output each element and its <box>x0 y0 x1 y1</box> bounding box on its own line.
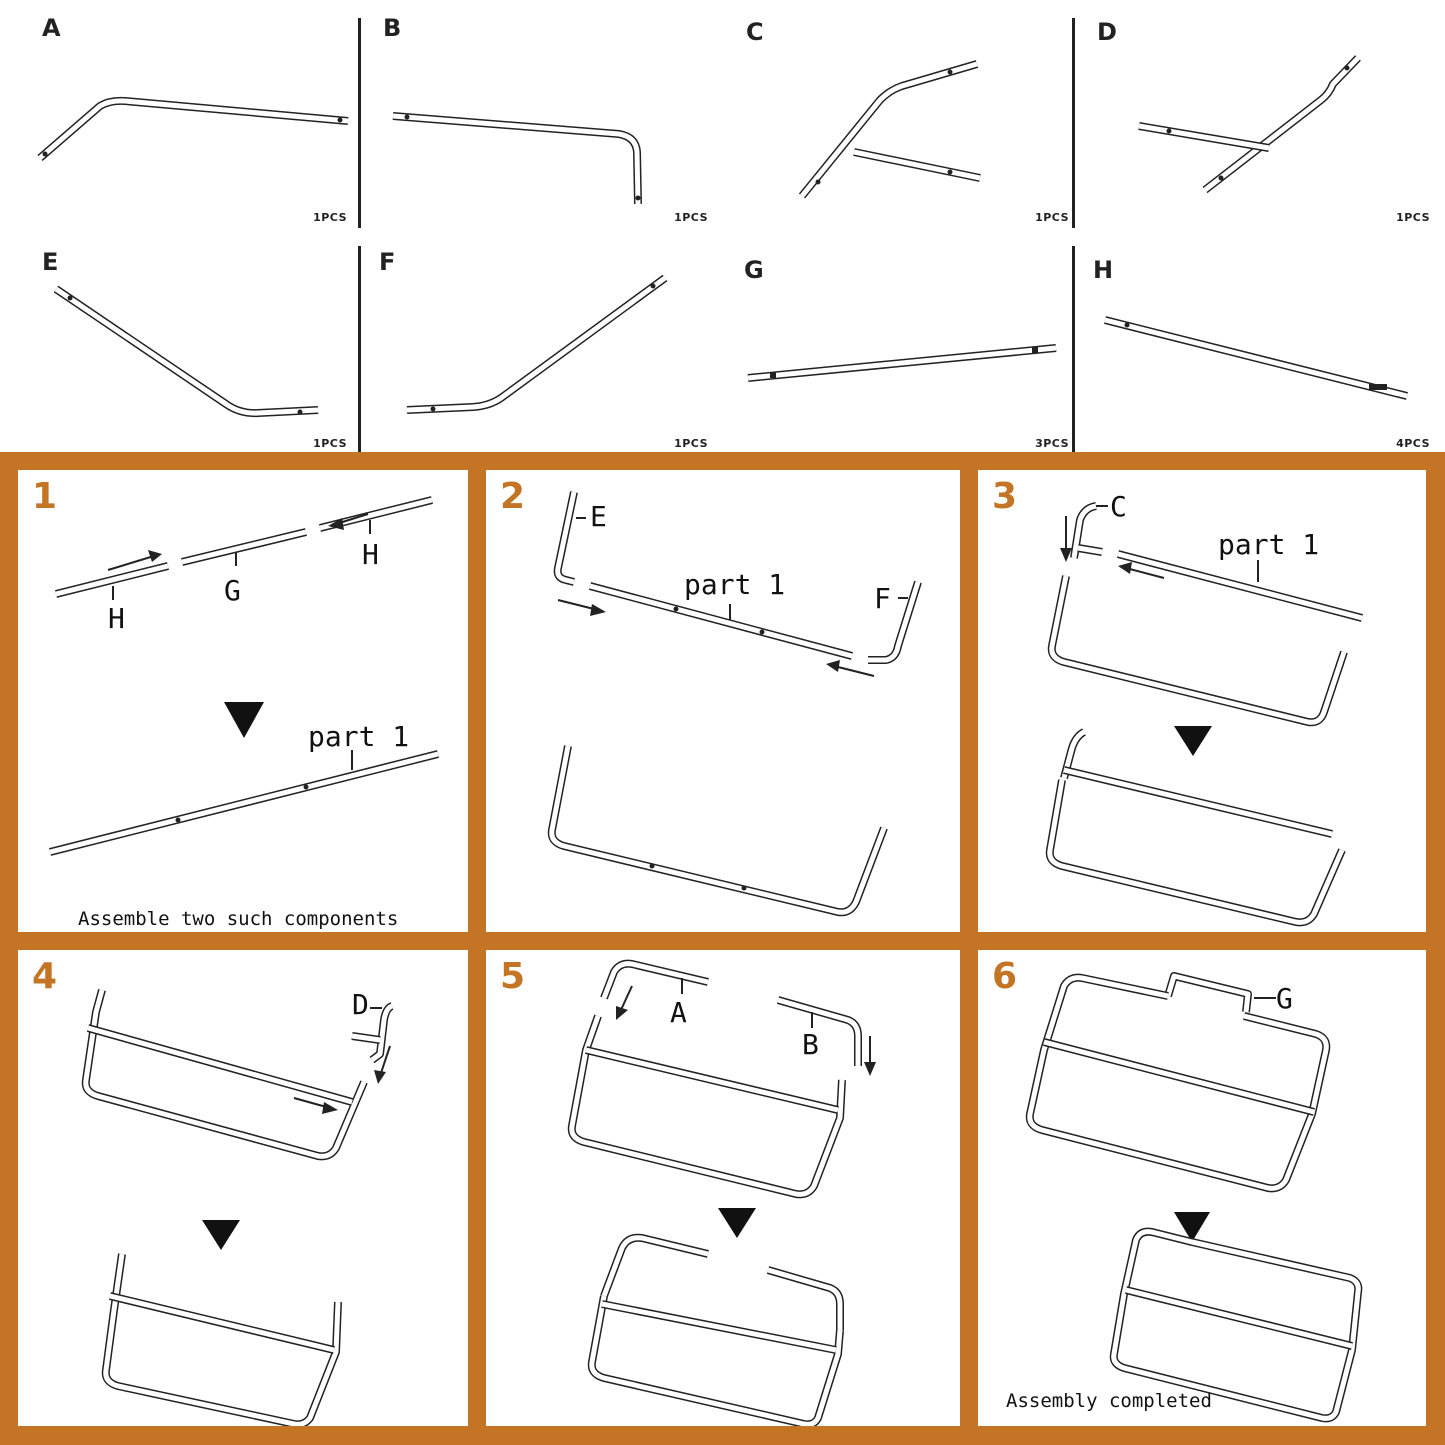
label-g: G <box>224 574 241 607</box>
part-d-drawing <box>1138 55 1361 194</box>
part-a-drawing <box>37 96 349 162</box>
down-arrow <box>1174 726 1212 756</box>
divider <box>1072 246 1075 452</box>
step-2-drawing: E part 1 F <box>547 491 922 917</box>
label-h: H <box>108 602 125 635</box>
label-part-1: part 1 <box>684 568 785 601</box>
part-qty: 1PCS <box>674 437 708 450</box>
step-3-drawing: C part 1 <box>1045 490 1364 927</box>
part-e-drawing <box>53 285 319 418</box>
step-number: 2 <box>500 476 526 517</box>
part-letter: G <box>744 256 764 284</box>
down-arrow <box>718 1208 756 1238</box>
step-1-drawing: H G H part 1 <box>49 496 439 856</box>
part-letter: H <box>1093 256 1114 284</box>
label-a: A <box>670 996 687 1029</box>
part-letter: F <box>379 248 396 276</box>
part-h-drawing <box>1104 316 1408 400</box>
part-b-cell: B 1PCS <box>361 0 722 226</box>
step-caption: Assemble two such components <box>78 908 399 930</box>
step-5-drawing: A B <box>567 959 876 1426</box>
part-c-cell: C 1PCS <box>722 0 1083 226</box>
part-letter: B <box>383 14 402 42</box>
step-3-panel: 3 C part 1 <box>978 470 1426 932</box>
part-b-drawing <box>392 112 642 205</box>
label-e: E <box>590 500 607 533</box>
label-g: G <box>1276 982 1293 1015</box>
step-6-panel: 6 G Assembly completed <box>978 950 1426 1426</box>
step-6-drawing: G <box>1025 972 1363 1423</box>
part-g-drawing <box>747 344 1057 382</box>
step-4-panel: 4 D <box>18 950 468 1426</box>
part-g-cell: G 3PCS <box>722 226 1083 452</box>
part-c-drawing <box>798 60 981 199</box>
part-qty: 3PCS <box>1035 437 1069 450</box>
part-letter: C <box>746 18 764 46</box>
part-f-cell: F 1PCS <box>361 226 722 452</box>
divider <box>1072 18 1075 228</box>
part-qty: 1PCS <box>1035 211 1069 224</box>
step-4-drawing: D <box>81 988 394 1426</box>
divider <box>358 246 361 452</box>
step-caption: Assembly completed <box>1006 1390 1212 1412</box>
part-letter: E <box>42 248 59 276</box>
part-d-cell: D 1PCS <box>1083 0 1444 226</box>
label-f: F <box>874 582 891 615</box>
part-letter: D <box>1097 18 1117 46</box>
part-qty: 1PCS <box>313 211 347 224</box>
label-part-1: part 1 <box>1218 528 1319 561</box>
down-arrow <box>202 1220 240 1250</box>
step-number: 3 <box>992 476 1018 517</box>
label-h: H <box>362 538 379 571</box>
step-5-panel: 5 A B <box>486 950 960 1426</box>
step-number: 1 <box>32 476 58 517</box>
part-e-cell: E 1PCS <box>0 226 361 452</box>
part-qty: 4PCS <box>1396 437 1430 450</box>
down-arrow <box>1174 1212 1210 1242</box>
part-f-drawing <box>406 274 668 414</box>
part-qty: 1PCS <box>674 211 708 224</box>
divider <box>358 18 361 228</box>
label-c: C <box>1110 490 1127 523</box>
down-arrow <box>224 702 264 738</box>
part-a-cell: A 1PCS <box>0 0 361 226</box>
label-d: D <box>352 988 369 1021</box>
step-1-panel: 1 H G H part 1 Assemble two such compone… <box>18 470 468 932</box>
part-h-cell: H 4PCS <box>1083 226 1444 452</box>
assembly-steps: 1 H G H part 1 Assemble two such compone… <box>0 452 1445 1445</box>
step-number: 6 <box>992 956 1018 997</box>
label-b: B <box>802 1028 819 1061</box>
part-qty: 1PCS <box>313 437 347 450</box>
parts-list: A 1PCS B 1PCS C 1PCS D <box>0 0 1445 452</box>
step-number: 4 <box>32 956 58 997</box>
part-letter: A <box>42 14 61 42</box>
label-part-1: part 1 <box>308 720 409 753</box>
step-number: 5 <box>500 956 526 997</box>
step-2-panel: 2 E part 1 F <box>486 470 960 932</box>
part-qty: 1PCS <box>1396 211 1430 224</box>
